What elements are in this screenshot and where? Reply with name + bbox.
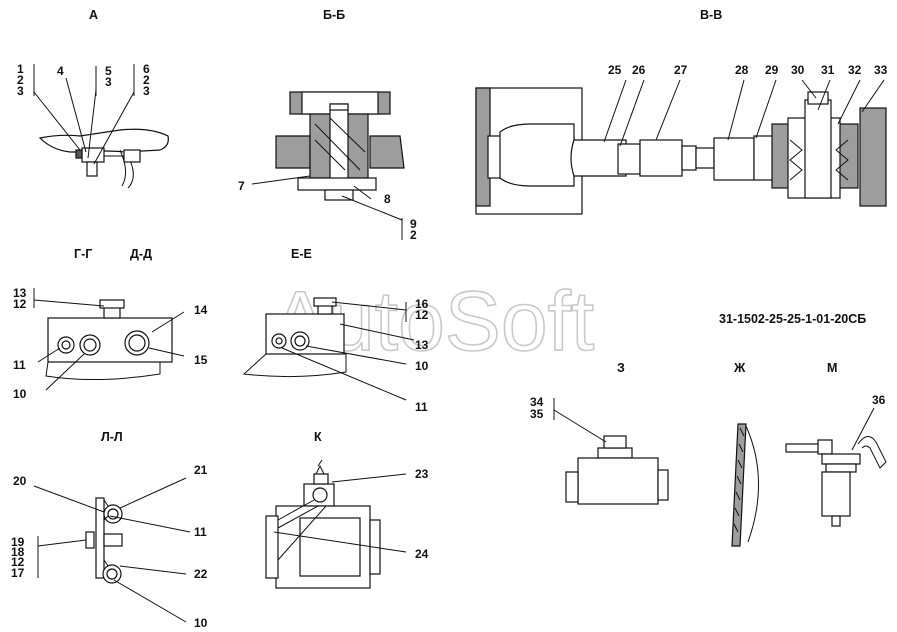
callout-2-a: 2	[17, 73, 24, 87]
callout-21: 21	[194, 463, 208, 477]
callout-33: 33	[874, 63, 888, 77]
section-title-gg: Г-Г	[74, 247, 92, 261]
callout-12-gg: 12	[13, 297, 27, 311]
section-title-k: К	[314, 430, 322, 444]
callout-24: 24	[415, 547, 429, 561]
view-ee	[242, 297, 415, 401]
section-title-bb: Б-Б	[323, 8, 345, 22]
callout-11-gg: 11	[13, 358, 26, 372]
callout-9: 9	[410, 217, 417, 231]
callout-28: 28	[735, 63, 749, 77]
section-title-zh: Ж	[733, 361, 746, 375]
callout-3-b: 3	[105, 75, 112, 89]
callout-32: 32	[848, 63, 862, 77]
callout-30: 30	[791, 63, 805, 77]
callout-12-ee: 12	[415, 308, 429, 322]
callout-23: 23	[415, 467, 429, 481]
callout-10-ll: 10	[194, 616, 208, 630]
callout-18: 18	[11, 545, 25, 559]
callout-2-b: 2	[143, 73, 150, 87]
callout-6: 6	[143, 62, 150, 76]
view-bb	[251, 91, 405, 240]
callout-25: 25	[608, 63, 622, 77]
callout-27: 27	[674, 63, 688, 77]
callout-4: 4	[57, 64, 64, 78]
callout-10-ee: 10	[415, 359, 429, 373]
callout-17: 17	[11, 566, 25, 580]
view-z	[553, 398, 669, 505]
callout-34: 34	[530, 395, 544, 409]
section-title-vv: В-В	[700, 8, 722, 22]
view-ll	[33, 477, 191, 623]
callout-15: 15	[194, 353, 208, 367]
callout-35: 35	[530, 407, 544, 421]
callout-13-ee: 13	[415, 338, 429, 352]
view-m	[785, 407, 887, 527]
section-title-ll: Л-Л	[101, 430, 123, 444]
drawing-number: 31-1502-25-25-1-01-20СБ	[719, 312, 866, 326]
callout-3-c: 3	[143, 84, 150, 98]
view-zh	[731, 423, 759, 547]
view-k	[265, 459, 407, 589]
callout-22: 22	[194, 567, 208, 581]
callout-12-ll: 12	[11, 555, 25, 569]
callout-5: 5	[105, 64, 112, 78]
callout-29: 29	[765, 63, 779, 77]
view-a	[33, 64, 169, 189]
callout-3-a: 3	[17, 84, 24, 98]
callout-19: 19	[11, 535, 25, 549]
callout-14: 14	[194, 303, 208, 317]
callout-16: 16	[415, 297, 429, 311]
callout-20: 20	[13, 474, 27, 488]
section-title-a: А	[89, 8, 98, 22]
section-title-m: М	[827, 361, 837, 375]
callout-11-ll: 11	[194, 525, 207, 539]
callout-7: 7	[238, 179, 245, 193]
callout-1: 1	[17, 62, 24, 76]
section-title-dd: Д-Д	[130, 247, 152, 261]
view-gg-dd	[33, 288, 185, 391]
callout-8: 8	[384, 192, 391, 206]
callout-13-gg: 13	[13, 286, 27, 300]
view-vv	[475, 79, 887, 215]
callout-2-bb: 2	[410, 228, 417, 242]
callout-26: 26	[632, 63, 646, 77]
section-title-ee: Е-Е	[291, 247, 312, 261]
callout-11-ee: 11	[415, 400, 428, 414]
callout-31: 31	[821, 63, 835, 77]
callout-36: 36	[872, 393, 886, 407]
callout-10-gg: 10	[13, 387, 27, 401]
section-title-z: З	[617, 361, 625, 375]
